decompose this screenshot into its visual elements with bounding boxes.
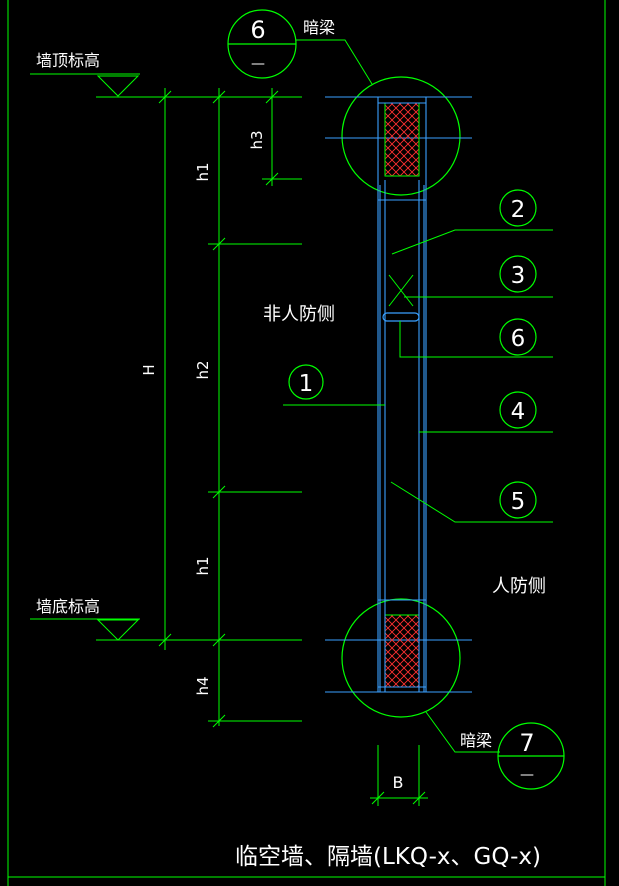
svg-text:5: 5 (511, 489, 526, 515)
wall-bottom-triangle (96, 619, 140, 641)
dim-B (370, 745, 428, 806)
svg-text:1: 1 (299, 371, 314, 397)
dim-chain (208, 88, 302, 728)
dim-h3-label: h3 (248, 130, 266, 149)
section-mark-bottom-num: 7 (519, 729, 534, 757)
callout-leaders (283, 229, 553, 523)
dim-h1-top-label: h1 (194, 162, 212, 181)
beam-label-top: 暗梁 (303, 18, 335, 37)
beam-bottom (325, 598, 472, 718)
non-civil-side-label: 非人防侧 (263, 304, 335, 325)
civil-side-label: 人防侧 (492, 576, 546, 597)
wall-bottom-label: 墙底标高 (36, 597, 100, 616)
callout-3: 3 (499, 255, 537, 293)
wall-body (377, 97, 427, 692)
dim-h1-bottom-label: h1 (194, 556, 212, 575)
section-mark-top: 6 — (227, 9, 297, 79)
dim-H (158, 88, 172, 650)
callout-4: 4 (499, 391, 537, 429)
drawing-title: 临空墙、隔墙(LKQ-x、GQ-x) (235, 844, 541, 870)
beam-label-bottom: 暗梁 (460, 731, 492, 750)
svg-text:2: 2 (511, 197, 526, 223)
svg-text:3: 3 (511, 263, 526, 289)
section-mark-bottom: 7 — (497, 722, 565, 790)
beam-leader-top (296, 39, 373, 85)
section-mark-top-num: 6 (250, 16, 265, 44)
dim-h4-label: h4 (194, 676, 212, 695)
callout-1: 1 (288, 364, 324, 400)
callout-2: 2 (499, 189, 537, 227)
callout-5: 5 (499, 481, 537, 519)
section-mark-top-sub: — (251, 56, 265, 72)
dim-h3 (262, 88, 302, 186)
dim-H-label: H (140, 364, 158, 375)
beam-leader-bottom (425, 711, 500, 753)
tie-element (382, 274, 420, 322)
wall-top-triangle (96, 75, 140, 97)
dim-B-label: B (393, 773, 404, 792)
svg-text:4: 4 (511, 399, 526, 425)
wall-top-label: 墙顶标高 (36, 51, 100, 70)
beam-top (325, 76, 472, 196)
section-mark-bottom-sub: — (520, 767, 534, 783)
dim-h2-label: h2 (194, 360, 212, 379)
svg-text:6: 6 (511, 326, 526, 352)
callout-6: 6 (499, 318, 537, 356)
